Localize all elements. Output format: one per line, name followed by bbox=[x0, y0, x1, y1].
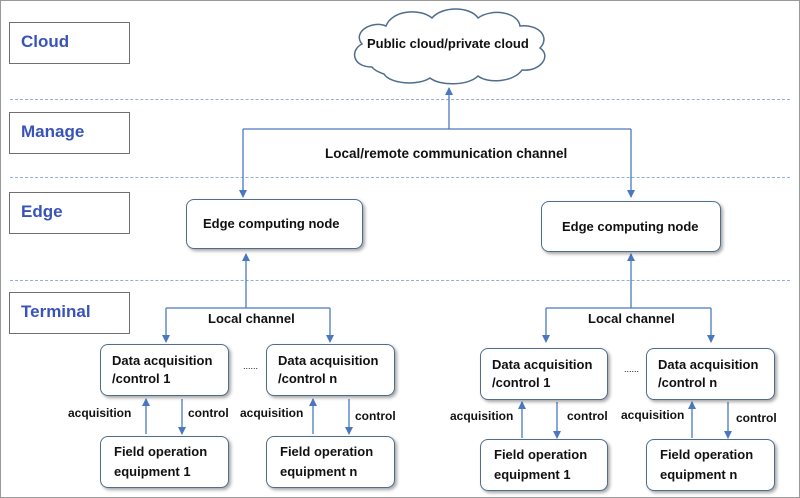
layer-label-terminal: Terminal bbox=[9, 292, 130, 334]
acquisition-label-1: acquisition bbox=[68, 406, 132, 420]
data-acquisition-box-1-line2: /control 1 bbox=[112, 371, 171, 386]
control-label-2: control bbox=[355, 409, 396, 423]
control-label-1: control bbox=[188, 406, 229, 420]
layer-label-manage: Manage bbox=[9, 112, 130, 154]
field-equipment-box-1-right-line1: Field operation bbox=[494, 447, 588, 462]
field-equipment-box-n-right: Field operation equipment n bbox=[646, 439, 775, 491]
control-index: n bbox=[329, 371, 338, 386]
ellipsis-left: ...... bbox=[243, 361, 259, 371]
control-prefix: /control bbox=[278, 371, 330, 386]
field-equipment-box-n-left: Field operation equipment n bbox=[266, 436, 395, 488]
field-equipment-box-1-line2: equipment 1 bbox=[114, 464, 191, 479]
cloud-shape bbox=[353, 8, 546, 85]
field-equipment-box-n-right-line1: Field operation bbox=[660, 447, 754, 462]
layer-label-edge: Edge bbox=[9, 192, 130, 234]
data-acquisition-box-1-right: Data acquisition /control 1 bbox=[480, 348, 608, 400]
control-label-4: control bbox=[736, 411, 777, 425]
data-acquisition-box-1-right-line1: Data acquisition bbox=[492, 357, 593, 372]
field-equipment-box-1-right: Field operation equipment 1 bbox=[480, 439, 608, 491]
separator-edge-terminal bbox=[10, 280, 790, 281]
control-index: n bbox=[709, 375, 718, 390]
edge-node-left-label: Edge computing node bbox=[203, 216, 340, 231]
data-acquisition-box-n-right-line2: /control n bbox=[658, 375, 774, 390]
cloud-label: Public cloud/private cloud bbox=[367, 36, 529, 51]
control-prefix: /control bbox=[658, 375, 710, 390]
edge-node-right-label: Edge computing node bbox=[562, 219, 699, 234]
data-acquisition-box-n-left-line1: Data acquisition bbox=[278, 353, 379, 368]
acquisition-label-4: acquisition bbox=[621, 408, 685, 422]
data-acquisition-box-1: Data acquisition /control 1 bbox=[100, 344, 229, 396]
acquisition-label-2: acquisition bbox=[240, 406, 304, 420]
field-equipment-box-n-right-line2: equipment n bbox=[660, 467, 738, 482]
local-channel-label-left: Local channel bbox=[208, 311, 295, 326]
data-acquisition-box-n-left: Data acquisition /control n bbox=[266, 344, 395, 396]
field-equipment-box-1: Field operation equipment 1 bbox=[100, 436, 229, 488]
field-equipment-box-1-line1: Field operation bbox=[114, 444, 208, 459]
ellipsis-right: ...... bbox=[624, 364, 640, 374]
data-acquisition-box-1-right-line2: /control 1 bbox=[492, 375, 551, 390]
acquisition-label-3: acquisition bbox=[450, 409, 514, 423]
field-equipment-box-1-right-line2: equipment 1 bbox=[494, 467, 571, 482]
control-label-3: control bbox=[567, 409, 608, 423]
data-acquisition-box-n-left-line2: /control n bbox=[278, 371, 394, 386]
layer-label-cloud: Cloud bbox=[9, 22, 130, 64]
separator-manage-edge bbox=[10, 177, 790, 178]
edge-node-right: Edge computing node bbox=[541, 201, 721, 252]
separator-cloud-manage bbox=[10, 99, 790, 100]
data-acquisition-box-1-line1: Data acquisition bbox=[112, 353, 213, 368]
data-acquisition-box-n-right-line1: Data acquisition bbox=[658, 357, 759, 372]
field-equipment-box-n-left-line2: equipment n bbox=[280, 464, 358, 479]
field-equipment-box-n-left-line1: Field operation bbox=[280, 444, 374, 459]
communication-channel-label: Local/remote communication channel bbox=[325, 146, 568, 161]
edge-node-left: Edge computing node bbox=[186, 199, 363, 249]
data-acquisition-box-n-right: Data acquisition /control n bbox=[646, 348, 775, 400]
local-channel-label-right: Local channel bbox=[588, 311, 675, 326]
